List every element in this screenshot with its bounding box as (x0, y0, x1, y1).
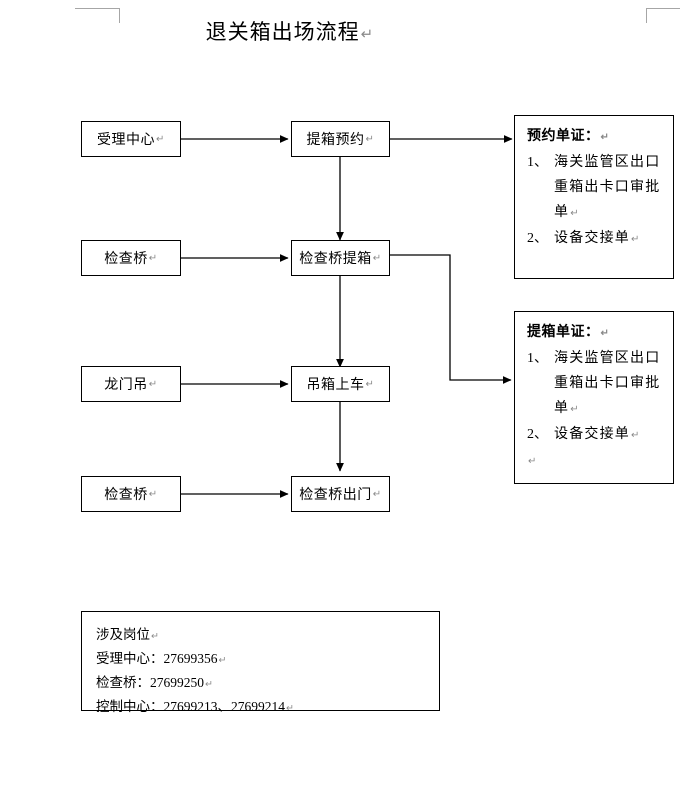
info-line-service-center: 受理中心：27699356↵ (96, 648, 425, 672)
pilcrow-mark: ↵ (600, 132, 610, 143)
node-step-4[interactable]: 检查桥出门↵ (291, 476, 390, 512)
list-item: 2、 设备交接单↵ (527, 422, 663, 448)
pilcrow-mark: ↵ (570, 208, 580, 219)
pilcrow-mark: ↵ (360, 26, 375, 43)
pilcrow-mark: ↵ (148, 488, 158, 500)
node-step-1[interactable]: 提箱预约↵ (291, 121, 390, 157)
node-step-3[interactable]: 吊箱上车↵ (291, 366, 390, 402)
document-box-pickup-title-text: 提箱单证： (527, 325, 600, 340)
list-item-number: 2、 (527, 231, 548, 246)
node-source-4[interactable]: 检查桥↵ (81, 476, 181, 512)
node-source-1-label: 受理中心 (97, 133, 156, 148)
list-item-number: 1、 (527, 351, 548, 366)
document-box-pickup-list: 1、 海关监管区出口重箱出卡口审批单↵ 2、 设备交接单↵ (527, 346, 663, 448)
pilcrow-mark: ↵ (286, 703, 295, 714)
list-item-text: 海关监管区出口重箱出卡口审批单↵ (554, 150, 663, 226)
node-source-3-label: 龙门吊 (104, 378, 148, 393)
document-box-booking-list: 1、 海关监管区出口重箱出卡口审批单↵ 2、 设备交接单↵ (527, 150, 663, 252)
node-source-1[interactable]: 受理中心↵ (81, 121, 181, 157)
info-line-inspection-bridge: 检查桥：27699250↵ (96, 672, 425, 696)
node-step-3-label: 吊箱上车 (306, 378, 365, 393)
pilcrow-mark: ↵ (372, 488, 382, 500)
pilcrow-mark: ↵ (151, 631, 160, 642)
document-box-pickup-title: 提箱单证：↵ (527, 320, 663, 346)
document-box-pickup-trailing-line: ↵ (527, 448, 663, 473)
node-step-2[interactable]: 检查桥提箱↵ (291, 240, 390, 276)
node-step-2-label: 检查桥提箱 (299, 252, 372, 267)
list-item: 1、 海关监管区出口重箱出卡口审批单↵ (527, 346, 663, 422)
node-source-4-label: 检查桥 (104, 488, 148, 503)
list-item: 2、 设备交接单↵ (527, 226, 663, 252)
list-item-text-value: 设备交接单 (554, 231, 630, 246)
pilcrow-mark: ↵ (156, 133, 165, 145)
info-line-heading: 涉及岗位↵ (96, 624, 425, 648)
page-margin-mark-top-right (646, 8, 680, 23)
pilcrow-mark: ↵ (631, 430, 641, 441)
pilcrow-mark: ↵ (148, 378, 158, 390)
info-line-control-center: 控制中心：27699213、27699214↵ (96, 696, 425, 720)
info-line-inspection-bridge-text: 检查桥：27699250 (96, 675, 204, 690)
node-source-2-label: 检查桥 (104, 252, 148, 267)
page-margin-mark-top-left (75, 8, 120, 23)
pilcrow-mark: ↵ (372, 252, 382, 264)
document-box-booking: 预约单证：↵ 1、 海关监管区出口重箱出卡口审批单↵ 2、 设备交接单↵ (514, 115, 674, 279)
list-item-text-value: 海关监管区出口重箱出卡口审批单 (554, 155, 661, 220)
pilcrow-mark: ↵ (218, 655, 227, 666)
list-item-number: 2、 (527, 427, 548, 442)
pilcrow-mark: ↵ (631, 234, 641, 245)
page-title-text: 退关箱出场流程 (205, 20, 360, 44)
page-title: 退关箱出场流程↵ (0, 16, 580, 46)
pilcrow-mark: ↵ (528, 456, 537, 467)
node-step-4-label: 检查桥出门 (299, 488, 372, 503)
list-item-text: 设备交接单↵ (554, 226, 663, 252)
pilcrow-mark: ↵ (365, 378, 375, 390)
document-box-booking-title: 预约单证：↵ (527, 124, 663, 150)
info-line-control-center-text: 控制中心：27699213、27699214 (96, 699, 285, 714)
contact-info-box: 涉及岗位↵ 受理中心：27699356↵ 检查桥：27699250↵ 控制中心：… (81, 611, 440, 714)
info-line-heading-text: 涉及岗位 (96, 627, 150, 642)
pilcrow-mark: ↵ (365, 133, 375, 145)
list-item-text-value: 设备交接单 (554, 427, 630, 442)
node-step-1-label: 提箱预约 (306, 133, 365, 148)
list-item-text: 设备交接单↵ (554, 422, 663, 448)
node-source-2[interactable]: 检查桥↵ (81, 240, 181, 276)
info-line-service-center-text: 受理中心：27699356 (96, 651, 218, 666)
pilcrow-mark: ↵ (570, 404, 580, 415)
node-source-3[interactable]: 龙门吊↵ (81, 366, 181, 402)
document-box-booking-title-text: 预约单证： (527, 129, 600, 144)
connector-step2-to-doc2 (390, 254, 512, 384)
list-item-text: 海关监管区出口重箱出卡口审批单↵ (554, 346, 663, 422)
pilcrow-mark: ↵ (205, 679, 214, 690)
list-item-number: 1、 (527, 155, 548, 170)
list-item: 1、 海关监管区出口重箱出卡口审批单↵ (527, 150, 663, 226)
document-box-pickup: 提箱单证：↵ 1、 海关监管区出口重箱出卡口审批单↵ 2、 设备交接单↵ ↵ (514, 311, 674, 484)
pilcrow-mark: ↵ (148, 252, 158, 264)
pilcrow-mark: ↵ (600, 328, 610, 339)
list-item-text-value: 海关监管区出口重箱出卡口审批单 (554, 351, 661, 416)
